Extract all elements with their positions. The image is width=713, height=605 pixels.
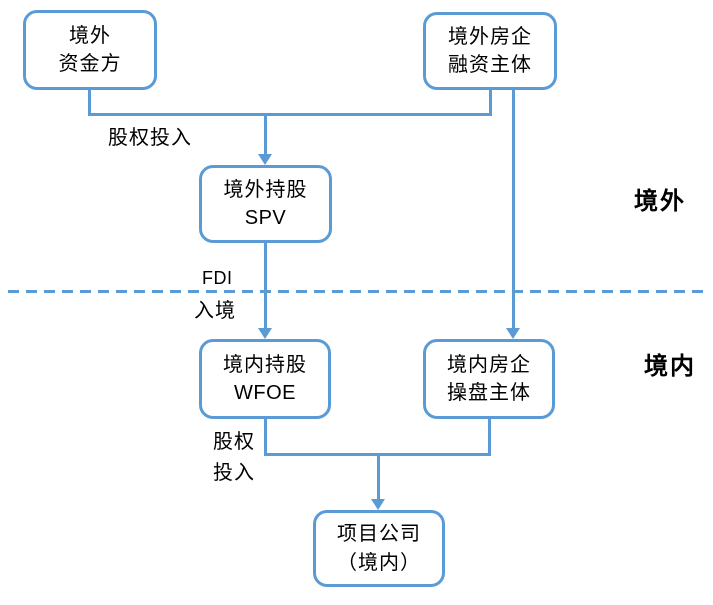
node-text-line2: （境内） <box>337 551 421 574</box>
connector-financier-to-operator <box>512 88 515 329</box>
label-fdi-entry: 入境 <box>194 300 236 322</box>
node-onshore-operator: 境内房企 操盘主体 <box>423 339 555 419</box>
connector-top-horizontal <box>88 113 492 116</box>
connector-to-project <box>377 453 380 500</box>
node-offshore-capital: 境外 资金方 <box>23 10 157 90</box>
node-text-line1: 境内持股 <box>223 353 307 376</box>
arrowhead-to-wfoe <box>258 328 272 339</box>
node-text-line1: 境外房企 <box>448 25 532 48</box>
connector-operator-down <box>488 417 491 456</box>
node-text-line2: 操盘主体 <box>447 382 531 404</box>
node-offshore-spv: 境外持股 SPV <box>199 165 332 243</box>
node-text-line2: SPV <box>244 207 287 229</box>
node-text-line1: 境外 <box>69 24 111 47</box>
label-region-offshore: 境外 <box>634 188 686 215</box>
label-equity-bottom-line1: 股权 <box>213 431 255 453</box>
node-text-line2: 融资主体 <box>448 54 532 76</box>
node-project-company: 项目公司 （境内） <box>313 510 445 587</box>
connector-to-spv <box>264 113 267 155</box>
arrowhead-to-project <box>371 499 385 510</box>
arrowhead-to-spv <box>258 154 272 165</box>
connector-capital-down <box>88 88 91 116</box>
label-region-onshore: 境内 <box>644 353 696 380</box>
node-offshore-financier: 境外房企 融资主体 <box>423 12 557 90</box>
node-text-line2: WFOE <box>234 382 296 404</box>
node-text-line2: 资金方 <box>58 53 122 75</box>
node-text-line1: 境内房企 <box>447 353 531 376</box>
node-text-line1: 项目公司 <box>337 523 421 546</box>
connector-financier-to-horizontal <box>489 88 492 116</box>
boundary-dashed-line <box>8 290 704 293</box>
arrowhead-to-operator <box>506 328 520 339</box>
label-equity-investment-top: 股权投入 <box>108 127 192 149</box>
node-onshore-wfoe: 境内持股 WFOE <box>199 339 331 419</box>
label-fdi: FDI <box>202 268 233 288</box>
label-equity-bottom-line2: 投入 <box>213 462 255 484</box>
connector-spv-to-wfoe <box>264 241 267 329</box>
connector-wfoe-down <box>264 417 267 456</box>
node-text-line1: 境外持股 <box>223 178 308 201</box>
